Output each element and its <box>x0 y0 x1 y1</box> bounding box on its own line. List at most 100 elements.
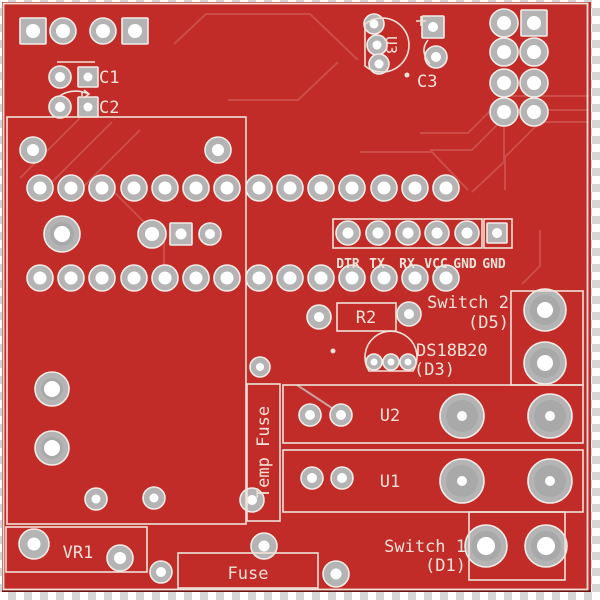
pcb-pad <box>149 560 173 584</box>
copper-trace <box>77 129 141 193</box>
copper-trace <box>420 95 589 134</box>
temp-fuse-outline <box>246 383 281 522</box>
pcb-pad <box>249 356 271 378</box>
pcb-pad <box>335 220 361 246</box>
r2-outline <box>336 302 397 332</box>
c2-polarity-mark <box>57 89 91 99</box>
pcb-pad <box>26 264 54 292</box>
pcb-pad <box>300 466 324 490</box>
pcb-pad <box>524 524 568 568</box>
pcb-pad <box>421 15 445 39</box>
pcb-pad <box>454 220 480 246</box>
label-fuse: Fuse <box>228 564 269 584</box>
pcb-pad <box>106 544 134 572</box>
pcb-pad <box>77 96 99 118</box>
pcb-pad <box>213 264 241 292</box>
pcb-pad <box>489 37 519 67</box>
label-c1: C1 <box>99 68 119 88</box>
pcb-pad <box>395 220 421 246</box>
copper-trace <box>228 61 339 101</box>
pcb-pad <box>34 430 70 466</box>
vr1-outline <box>5 526 148 573</box>
pcb-pad <box>298 403 322 427</box>
c3-arc-mark <box>423 39 431 65</box>
copper-trace <box>471 126 505 193</box>
pcb-pad <box>424 220 450 246</box>
copper-trace <box>47 121 113 187</box>
pcb-pad <box>34 371 70 407</box>
pcb-pad <box>19 136 47 164</box>
u1-outline <box>282 449 584 513</box>
pcb-pad <box>84 487 108 511</box>
pcb-pad <box>245 174 273 202</box>
pcb-pad <box>322 560 350 588</box>
c3-plus-mark <box>416 16 426 26</box>
gnd-pad-outline <box>483 218 513 249</box>
label-c2: C2 <box>99 98 119 118</box>
program-header-outline <box>332 218 483 249</box>
label-c3: C3 <box>417 72 437 92</box>
pcb-pad <box>57 264 85 292</box>
copper-trace <box>173 13 359 61</box>
pcb-pad <box>489 97 519 127</box>
pcb-pad <box>142 486 166 510</box>
label-temp-fuse: Temp Fuse <box>254 406 274 498</box>
pcb-pad <box>330 466 354 490</box>
pcb-pad <box>489 68 519 98</box>
pcb-pad <box>489 8 519 38</box>
pcb-pad <box>89 17 117 45</box>
pcb-pad <box>527 393 573 439</box>
pcb-pad <box>48 95 72 119</box>
label-u1: U1 <box>380 472 400 492</box>
pin-label-tx: TX <box>369 257 385 272</box>
pcb-pad <box>120 174 148 202</box>
switch1-outline <box>468 511 566 581</box>
label-vr1: VR1 <box>63 543 94 563</box>
pcb-pad <box>329 403 353 427</box>
pcb-pad <box>198 222 222 246</box>
pcb-pad <box>365 353 383 371</box>
pcb-pad <box>18 528 50 560</box>
pcb-pad <box>120 264 148 292</box>
pin-label-rx: RX <box>399 257 415 272</box>
pcb-pad <box>137 219 167 249</box>
pcb-pad <box>151 264 179 292</box>
pcb-pad <box>523 341 567 385</box>
pcb-pad <box>401 264 429 292</box>
copper-trace <box>19 117 81 179</box>
pcb-pad <box>49 17 77 45</box>
pcb-pad <box>365 220 391 246</box>
pcb-pad <box>527 458 573 504</box>
pcb-pad <box>306 304 332 330</box>
pin-label-dtr: DTR <box>336 257 360 272</box>
pcb-pad <box>204 136 232 164</box>
pcb-pad <box>432 174 460 202</box>
pin-label-gnd1: GND <box>453 257 477 272</box>
pcb-pad <box>43 215 81 253</box>
pcb-pad <box>151 174 179 202</box>
label-switch2: Switch 2 <box>427 293 509 313</box>
pcb-pad <box>276 174 304 202</box>
label-u2: U2 <box>380 406 400 426</box>
pin-label-vcc: VCC <box>424 257 447 272</box>
copper-trace <box>430 109 589 151</box>
pcb-pad <box>88 264 116 292</box>
pcb-pad <box>26 174 54 202</box>
ds18b20-to92-outline <box>364 330 418 372</box>
silkscreen-text-layer: C1 C2 U3 C3 DTR TX RX VCC GND GND R2 Swi… <box>63 36 509 584</box>
u3-to92-outline <box>364 17 410 73</box>
label-r2: R2 <box>356 308 376 328</box>
pcb-pad <box>523 288 567 332</box>
pcb-pad <box>519 37 549 67</box>
pcb-pad <box>382 353 400 371</box>
pcb-pad <box>169 222 193 246</box>
pcb-pad <box>370 174 398 202</box>
u2-outline <box>282 384 584 444</box>
pcb-pad <box>363 13 385 35</box>
pcb-pad <box>57 174 85 202</box>
pcb-pad <box>464 524 508 568</box>
label-switch1: Switch 1 <box>384 537 466 557</box>
pcb-pad <box>519 97 549 127</box>
